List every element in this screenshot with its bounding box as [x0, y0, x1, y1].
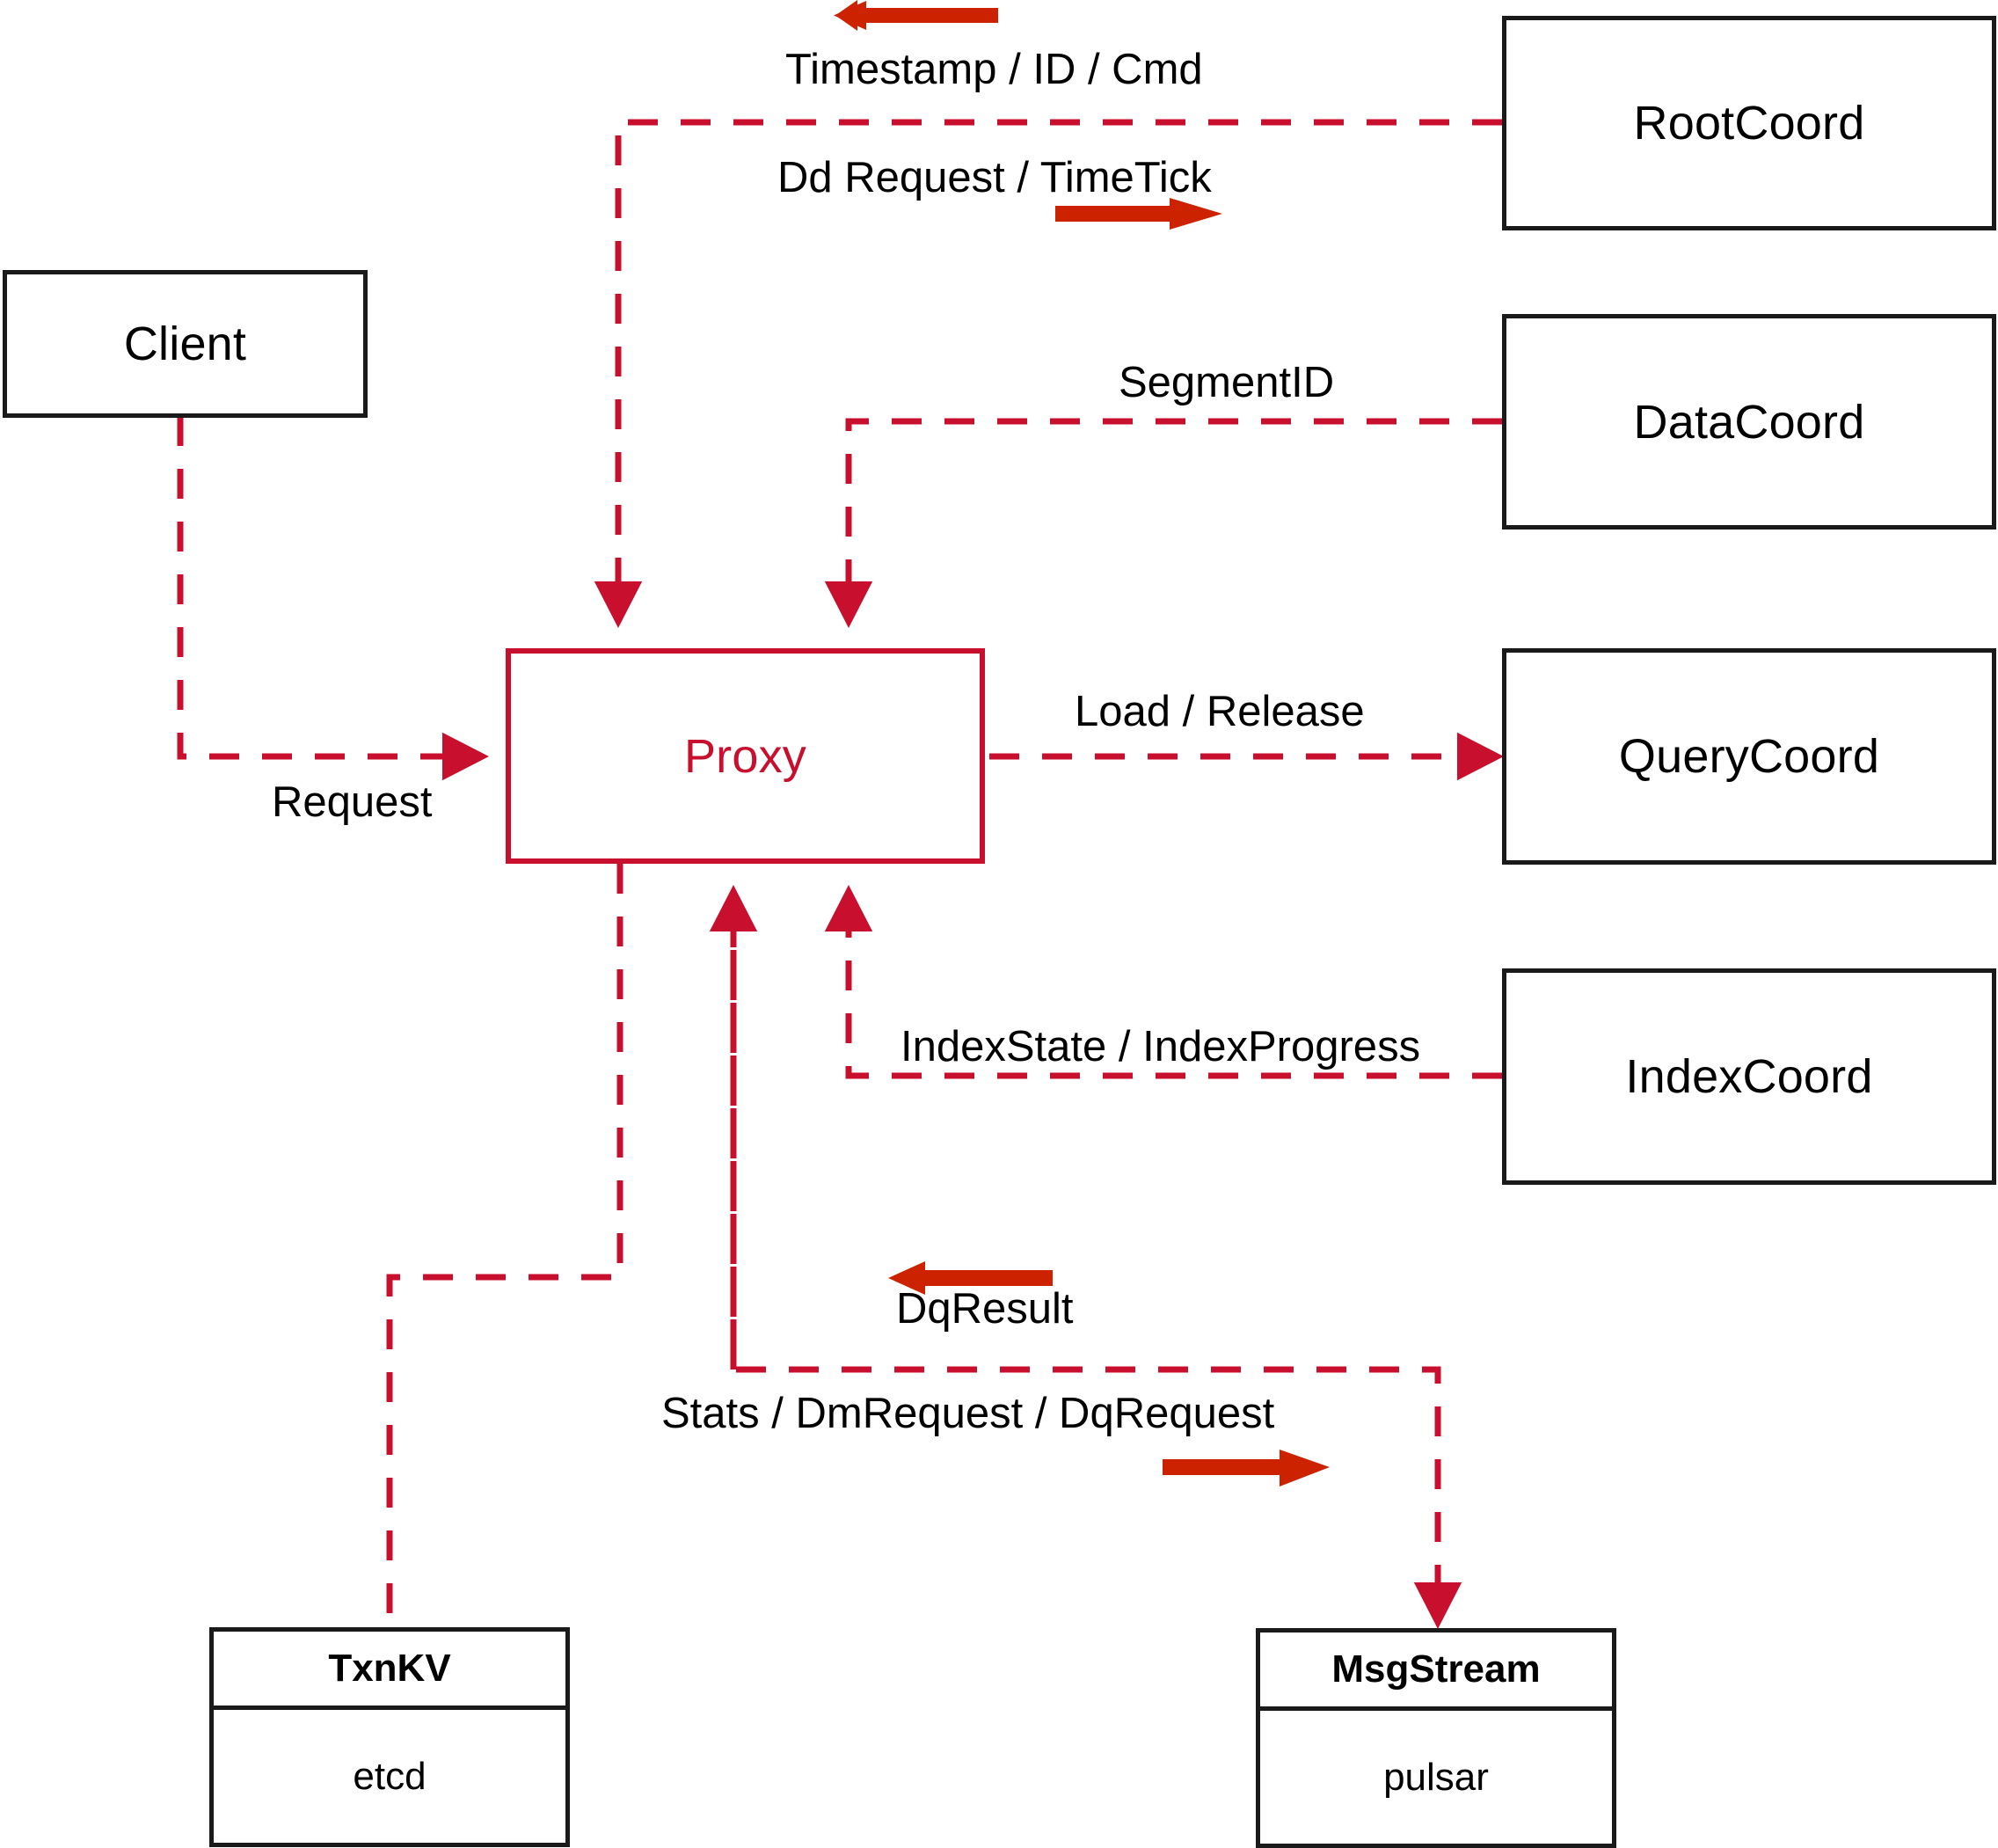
store-txnkv-title: TxnKV [214, 1632, 565, 1710]
node-client[interactable]: Client [3, 270, 368, 418]
edge-label-index-state-progress: IndexState / IndexProgress [901, 1023, 1421, 1070]
node-querycoord-label: QueryCoord [1618, 730, 1880, 783]
edge-proxy-to-msgstream [730, 897, 1462, 1630]
edge-datacoord-to-proxy [824, 418, 1502, 629]
edge-label-segment-id: SegmentID [1119, 359, 1335, 406]
node-indexcoord-label: IndexCoord [1625, 1050, 1873, 1103]
edge-proxy-to-txnkv [386, 864, 623, 1617]
store-txnkv[interactable]: TxnKV etcd [209, 1627, 570, 1847]
store-msgstream-title: MsgStream [1260, 1633, 1612, 1711]
store-msgstream-impl: pulsar [1383, 1755, 1489, 1799]
flow-arrow-timestamp-left [834, 0, 998, 31]
edge-label-load-release: Load / Release [1075, 688, 1365, 735]
node-proxy-label: Proxy [683, 729, 807, 783]
edge-label-timestamp-id-cmd: Timestamp / ID / Cmd [785, 46, 1203, 93]
edge-label-dd-request-timetick: Dd Request / TimeTick [777, 154, 1212, 201]
node-datacoord-label: DataCoord [1633, 395, 1865, 449]
node-proxy[interactable]: Proxy [506, 648, 985, 864]
edge-indexcoord-to-proxy [824, 884, 1502, 1079]
node-rootcoord-label: RootCoord [1633, 97, 1865, 150]
edge-label-request: Request [272, 778, 433, 826]
flow-arrow-statsrequest-right [1163, 1450, 1330, 1486]
store-txnkv-impl: etcd [353, 1754, 427, 1798]
flow-arrow-ddrequest-right [1055, 198, 1222, 230]
node-client-label: Client [123, 318, 247, 370]
store-msgstream[interactable]: MsgStream pulsar [1256, 1628, 1616, 1848]
edge-label-stats-dm-dq-request: Stats / DmRequest / DqRequest [661, 1390, 1275, 1437]
node-querycoord[interactable]: QueryCoord [1502, 648, 1996, 865]
edge-label-dq-result: DqResult [896, 1285, 1074, 1333]
node-datacoord[interactable]: DataCoord [1502, 314, 1996, 530]
flow-arrow-dqresult-left [888, 1261, 1053, 1295]
node-rootcoord[interactable]: RootCoord [1502, 16, 1996, 230]
edge-client-to-proxy [177, 416, 490, 781]
node-indexcoord[interactable]: IndexCoord [1502, 968, 1996, 1185]
